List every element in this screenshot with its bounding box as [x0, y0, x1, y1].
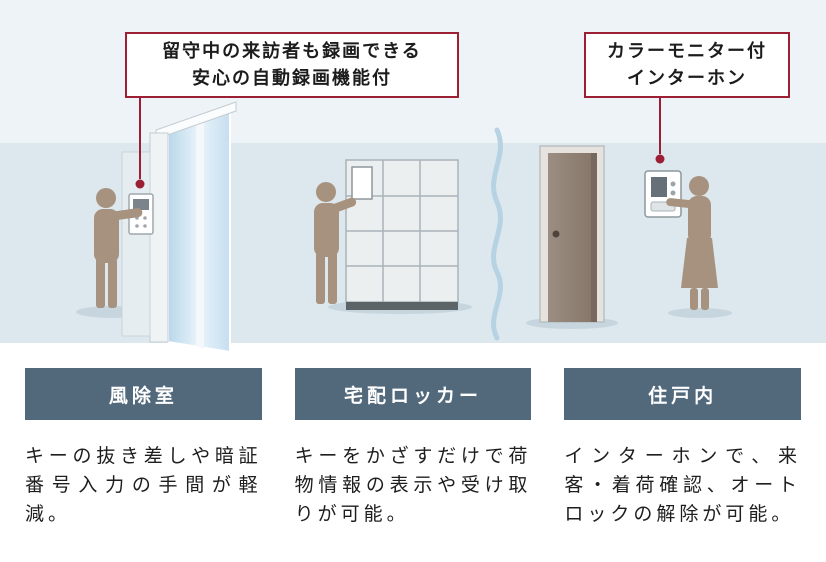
section-desc-locker: キーをかざすだけで荷物情報の表示や受け取りが可能。	[294, 446, 532, 525]
locker-screen-panel	[351, 166, 373, 200]
door-handle	[552, 230, 560, 238]
section-desc-unit: インターホンで、来客・着荷確認、オートロックの解除が可能。	[564, 446, 801, 525]
entrance-door	[539, 145, 605, 323]
callout-auto-record: 留守中の来訪者も録画できる 安心の自動録画機能付	[125, 32, 459, 98]
callout-auto-record-line1: 留守中の来訪者も録画できる	[162, 41, 422, 61]
wall-strip	[121, 151, 151, 337]
vestibule-scene	[76, 101, 237, 354]
wall-intercom	[644, 170, 682, 218]
section-title-vestibule: 風除室	[25, 368, 262, 420]
delivery-locker	[345, 159, 459, 310]
glass-divider	[196, 118, 204, 349]
callout-monitor: カラーモニター付 インターホン	[584, 32, 790, 98]
person-at-locker	[314, 182, 357, 304]
pointer-dot-auto-record	[135, 179, 145, 189]
intercom-screen	[651, 177, 667, 197]
section-title-unit: 住戸内	[564, 368, 801, 420]
pointer-dot-monitor	[655, 154, 665, 164]
floor-shadow	[668, 308, 732, 318]
person-at-key-reader	[94, 188, 143, 308]
section-locker: 宅配ロッカー キーをかざすだけで荷物情報の表示や受け取りが可能。	[294, 368, 532, 529]
section-unit: 住戸内 インターホンで、来客・着荷確認、オートロックの解除が可能。	[564, 368, 801, 529]
callout-auto-record-line2: 安心の自動録画機能付	[192, 68, 392, 88]
person-with-intercom	[666, 176, 718, 310]
delivery-locker-scene	[314, 159, 472, 314]
wall-break-line	[491, 127, 503, 341]
callout-pointers	[135, 96, 665, 189]
section-title-locker: 宅配ロッカー	[294, 368, 532, 420]
section-desc-vestibule: キーの抜き差しや暗証番号入力の手間が軽減。	[25, 446, 262, 525]
feature-columns: 風除室 キーの抜き差しや暗証番号入力の手間が軽減。 宅配ロッカー キーをかざすだ…	[25, 368, 801, 529]
door-frame-column	[149, 132, 169, 343]
callout-monitor-line1: カラーモニター付	[607, 41, 767, 61]
unit-interior-scene	[526, 145, 732, 329]
callout-monitor-line2: インターホン	[627, 68, 747, 88]
section-vestibule: 風除室 キーの抜き差しや暗証番号入力の手間が軽減。	[25, 368, 262, 529]
